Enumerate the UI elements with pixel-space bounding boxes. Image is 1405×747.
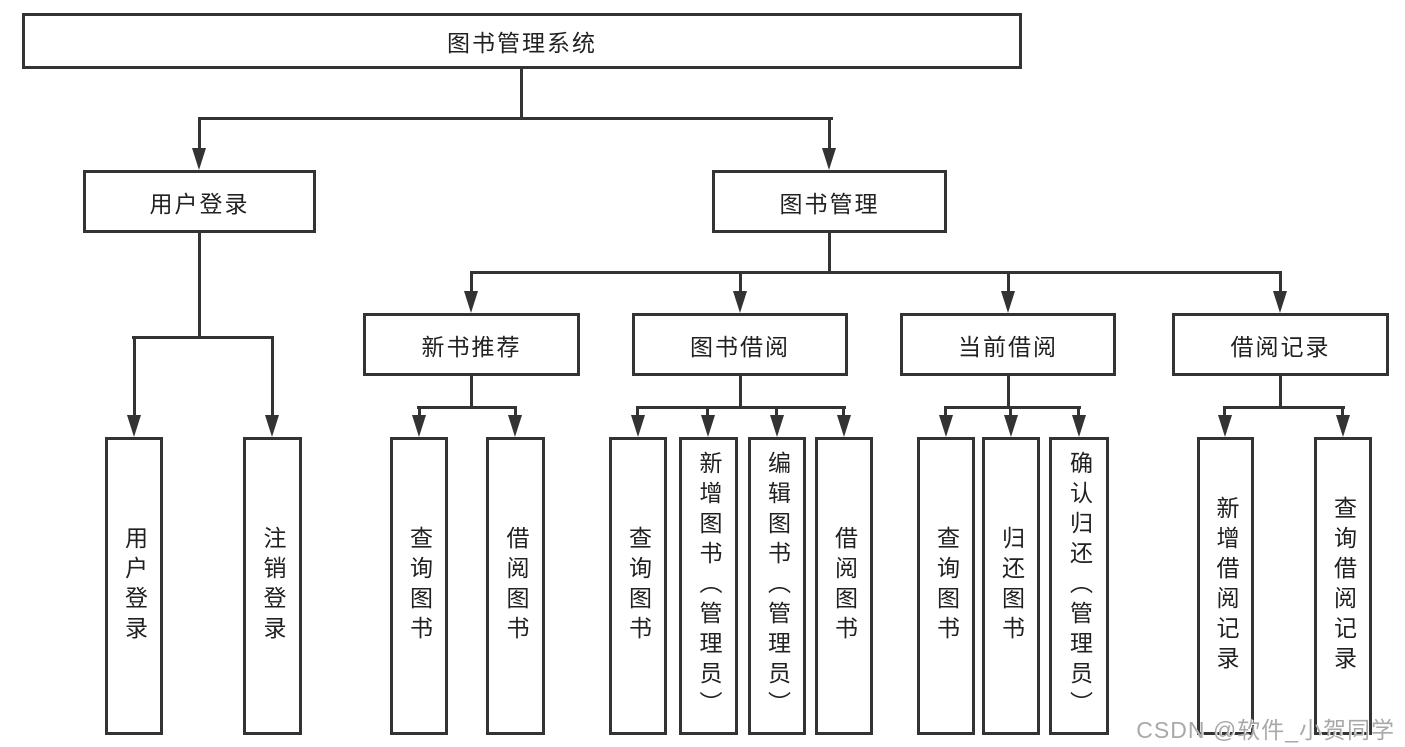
- connector-line: [1077, 406, 1080, 418]
- connector-line: [271, 336, 274, 418]
- connector-line: [775, 406, 778, 418]
- arrowhead-down-icon: [1218, 415, 1232, 437]
- connector-line: [1279, 376, 1282, 408]
- connector-line: [132, 336, 274, 339]
- leaf-borrow-books-recommend: 借阅图书: [486, 437, 545, 735]
- leaf-confirm-return-admin: 确认归还（管理员）: [1049, 437, 1109, 735]
- arrowhead-down-icon: [1072, 415, 1086, 437]
- connector-line: [1007, 376, 1010, 408]
- leaf-edit-books-admin: 编辑图书（管理员）: [748, 437, 806, 735]
- connector-line: [944, 406, 947, 418]
- node-library-management-system: 图书管理系统: [22, 13, 1022, 69]
- arrowhead-down-icon: [733, 291, 747, 313]
- arrowhead-down-icon: [631, 415, 645, 437]
- connector-line: [1223, 406, 1345, 409]
- connector-line: [520, 68, 523, 119]
- connector-line: [944, 406, 1081, 409]
- connector-line: [418, 406, 421, 418]
- arrowhead-down-icon: [701, 415, 715, 437]
- csdn-watermark: CSDN @软件_小贺同学: [1136, 717, 1395, 743]
- arrowhead-down-icon: [127, 415, 141, 437]
- leaf-query-borrow-record: 查询借阅记录: [1314, 437, 1372, 735]
- arrowhead-down-icon: [770, 415, 784, 437]
- connector-line: [1223, 406, 1226, 418]
- connector-line: [1009, 406, 1012, 418]
- connector-line: [198, 117, 201, 151]
- connector-line: [828, 233, 831, 274]
- leaf-add-borrow-record: 新增借阅记录: [1197, 437, 1254, 735]
- leaf-borrow-books: 借阅图书: [815, 437, 873, 735]
- connector-line: [739, 376, 742, 408]
- arrowhead-down-icon: [412, 415, 426, 437]
- connector-line: [636, 406, 846, 409]
- connector-line: [133, 336, 136, 418]
- leaf-return-books: 归还图书: [982, 437, 1040, 735]
- connector-line: [828, 117, 831, 151]
- connector-line: [739, 271, 742, 295]
- arrowhead-down-icon: [1004, 415, 1018, 437]
- node-user-login: 用户登录: [83, 170, 316, 233]
- connector-line: [198, 233, 201, 339]
- connector-line: [1279, 271, 1282, 295]
- node-book-borrowing: 图书借阅: [632, 313, 848, 376]
- connector-line: [636, 406, 639, 418]
- arrowhead-down-icon: [822, 148, 836, 170]
- leaf-query-books-recommend: 查询图书: [390, 437, 448, 735]
- connector-line: [417, 406, 517, 409]
- arrowhead-down-icon: [1273, 291, 1287, 313]
- connector-line: [198, 117, 833, 120]
- arrowhead-down-icon: [1001, 291, 1015, 313]
- arrowhead-down-icon: [1336, 415, 1350, 437]
- leaf-add-books-admin: 新增图书（管理员）: [679, 437, 738, 735]
- leaf-user-login: 用户登录: [105, 437, 163, 735]
- connector-line: [470, 271, 1282, 274]
- node-book-management: 图书管理: [712, 170, 947, 233]
- connector-line: [470, 376, 473, 408]
- connector-line: [842, 406, 845, 418]
- connector-line: [470, 271, 473, 295]
- connector-line: [1341, 406, 1344, 418]
- leaf-query-books-current: 查询图书: [917, 437, 975, 735]
- node-borrowing-records: 借阅记录: [1172, 313, 1389, 376]
- arrowhead-down-icon: [192, 148, 206, 170]
- arrowhead-down-icon: [464, 291, 478, 313]
- leaf-logout: 注销登录: [243, 437, 302, 735]
- arrowhead-down-icon: [939, 415, 953, 437]
- arrowhead-down-icon: [837, 415, 851, 437]
- connector-line: [706, 406, 709, 418]
- node-new-book-recommendation: 新书推荐: [363, 313, 580, 376]
- node-current-borrowing: 当前借阅: [900, 313, 1116, 376]
- leaf-query-books-borrow: 查询图书: [609, 437, 667, 735]
- connector-line: [514, 406, 517, 418]
- connector-line: [1007, 271, 1010, 295]
- arrowhead-down-icon: [265, 415, 279, 437]
- arrowhead-down-icon: [508, 415, 522, 437]
